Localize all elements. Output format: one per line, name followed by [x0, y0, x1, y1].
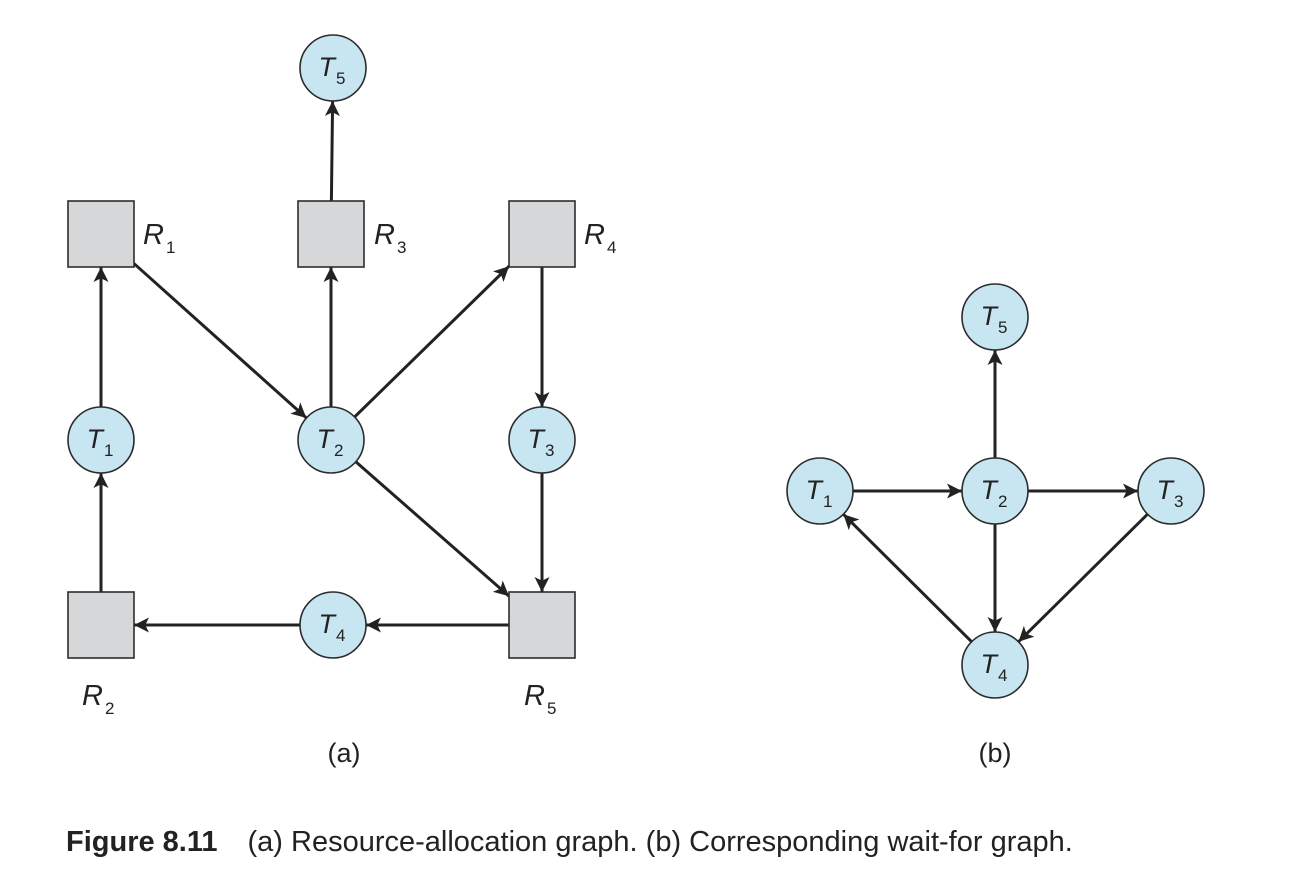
thread-node-a-t2: T2	[297, 406, 365, 474]
resource-node-r3	[297, 200, 365, 268]
thread-circle	[786, 457, 854, 525]
thread-label: T2	[317, 424, 344, 460]
thread-circle	[297, 406, 365, 474]
thread-node-a-t1: T1	[67, 406, 135, 474]
thread-label: T4	[981, 649, 1008, 685]
thread-label: T5	[319, 52, 346, 88]
edge-a-r1-to-t2	[132, 262, 308, 420]
thread-node-b-t3: T3	[1137, 457, 1205, 525]
subcaption-b: (b)	[979, 738, 1012, 768]
thread-label: T3	[1157, 475, 1184, 511]
thread-node-b-t1: T1	[786, 457, 854, 525]
thread-circle	[961, 631, 1029, 699]
thread-circle	[299, 591, 367, 659]
edge-b-t3-to-t4	[1017, 513, 1149, 643]
thread-circle	[1137, 457, 1205, 525]
thread-circle	[299, 34, 367, 102]
thread-label: T3	[528, 424, 555, 460]
thread-circle	[67, 406, 135, 474]
thread-circle	[961, 457, 1029, 525]
resource-node-r2	[67, 591, 135, 659]
thread-label: T2	[981, 475, 1008, 511]
thread-node-b-t2: T2	[961, 457, 1029, 525]
thread-node-b-t5: T5	[961, 283, 1029, 351]
thread-node-a-t5: T5	[299, 34, 367, 102]
caption-text: (a) Resource-allocation graph. (b) Corre…	[247, 826, 1073, 858]
thread-label: T1	[806, 475, 833, 511]
thread-circle	[508, 406, 576, 474]
resource-node-r1	[67, 200, 135, 268]
edge-a-t2-to-r5	[354, 460, 510, 598]
thread-label: T4	[319, 609, 346, 645]
thread-node-a-t4: T4	[299, 591, 367, 659]
edge-a-t2-to-r4	[353, 265, 511, 419]
resource-node-r4	[508, 200, 576, 268]
edges-layer	[93, 100, 1149, 643]
thread-label: T1	[87, 424, 114, 460]
edge-a-r3-to-t5	[324, 100, 340, 202]
thread-node-b-t4: T4	[961, 631, 1029, 699]
edge-b-t4-to-t1	[842, 513, 973, 643]
thread-circle	[961, 283, 1029, 351]
thread-node-a-t3: T3	[508, 406, 576, 474]
thread-label: T5	[981, 301, 1008, 337]
subcaption-a: (a)	[328, 738, 361, 768]
resource-node-r5	[508, 591, 576, 659]
figure-caption: Figure 8.11 (a) Resource-allocation graph…	[66, 826, 1073, 859]
figure-number: Figure 8.11	[66, 826, 218, 858]
